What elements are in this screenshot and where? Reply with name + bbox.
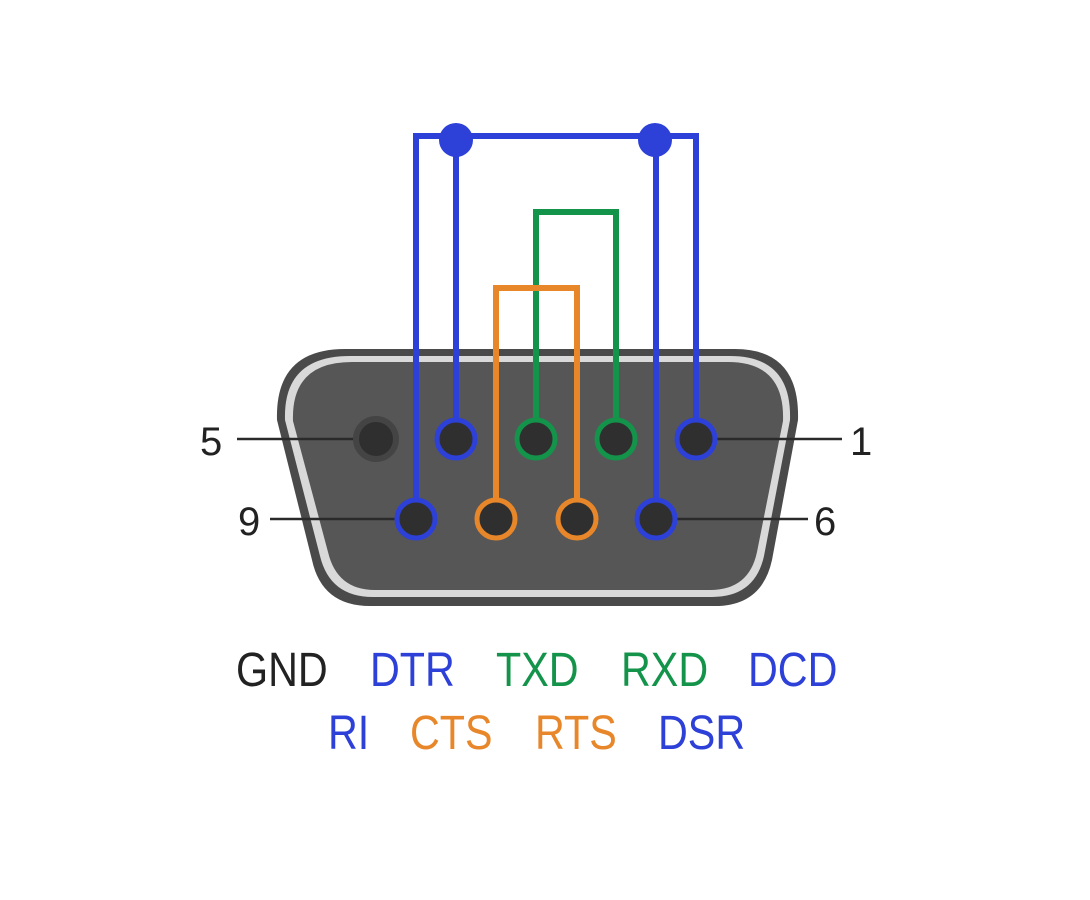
pin-5-gnd [353, 416, 399, 462]
signal-labels-row-1: GND DTR TXD RXD DCD [236, 643, 837, 697]
pin-8-cts [474, 497, 518, 541]
wire-orange-cts-rts [493, 285, 580, 500]
signal-label-cts: CTS [410, 706, 493, 760]
signal-label-txd: TXD [496, 643, 579, 697]
junction-dot-left [439, 123, 473, 157]
wire-green-txd-rxd [533, 209, 619, 420]
pin-number-6: 6 [814, 500, 836, 544]
signal-label-rxd: RXD [621, 643, 708, 697]
pin-number-9: 9 [238, 500, 260, 544]
signal-labels-row-2: RI CTS RTS DSR [328, 706, 745, 760]
junction-dot-right [638, 123, 672, 157]
signal-label-dcd: DCD [748, 643, 837, 697]
signal-label-dtr: DTR [370, 643, 455, 697]
wire-blue-dtr-dsr-loop [413, 133, 699, 500]
signal-label-dsr: DSR [658, 706, 745, 760]
signal-label-ri: RI [328, 706, 369, 760]
pin-7-rts [555, 497, 599, 541]
pin-1-dcd [674, 417, 718, 461]
pin-4-dtr [434, 417, 478, 461]
pin-number-5: 5 [200, 420, 222, 464]
pin-3-txd [514, 417, 558, 461]
pin-2-rxd [594, 417, 638, 461]
signal-label-rts: RTS [535, 706, 617, 760]
pin-9-ri [394, 497, 438, 541]
pin-6-dsr [634, 497, 678, 541]
signal-label-gnd: GND [236, 643, 328, 697]
pin-number-1: 1 [850, 420, 872, 464]
